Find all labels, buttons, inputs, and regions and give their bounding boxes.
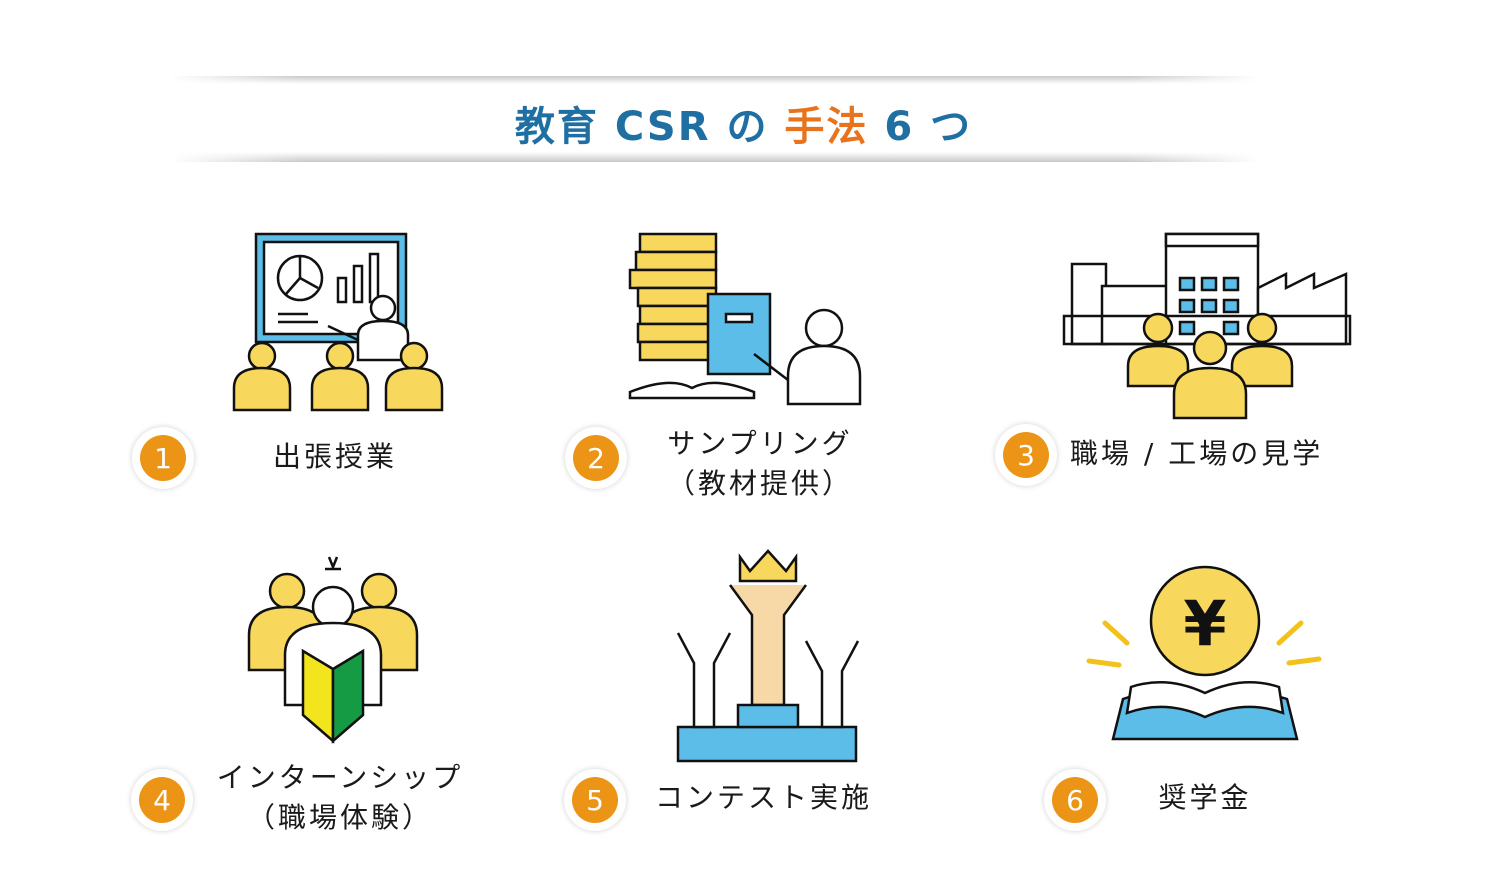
podium-icon bbox=[676, 549, 860, 763]
yen-coin-book-icon: ¥ bbox=[1086, 565, 1322, 741]
page-title: 教育 CSR の 手法 6 つ bbox=[0, 94, 1487, 152]
label-text: サンプリング bbox=[667, 427, 853, 460]
badge-4: 4 bbox=[131, 769, 193, 831]
badge-5: 5 bbox=[564, 769, 626, 831]
lecture-icon bbox=[232, 232, 444, 412]
method-label-3: 職場 / 工場の見学 bbox=[1070, 434, 1350, 474]
badge-number: 3 bbox=[1003, 432, 1049, 478]
label-sub: （教材提供） bbox=[666, 467, 853, 500]
badge-number: 5 bbox=[572, 777, 618, 823]
method-label-1: 出張授業 bbox=[220, 437, 450, 477]
label-sub: （職場体験） bbox=[246, 801, 433, 834]
factory-icon bbox=[1062, 232, 1352, 420]
badge-number: 4 bbox=[139, 777, 185, 823]
title-part3: 6 つ bbox=[884, 104, 973, 150]
badge-6: 6 bbox=[1044, 769, 1106, 831]
method-label-4: インターンシップ （職場体験） bbox=[200, 758, 480, 838]
label-text: インターンシップ bbox=[216, 761, 464, 794]
badge-1: 1 bbox=[132, 427, 194, 489]
title-part1: 教育 CSR の bbox=[514, 104, 769, 150]
badge-3: 3 bbox=[995, 424, 1057, 486]
badge-number: 6 bbox=[1052, 777, 1098, 823]
method-label-5: コンテスト実施 bbox=[655, 778, 895, 818]
badge-2: 2 bbox=[565, 427, 627, 489]
books-icon bbox=[628, 232, 862, 406]
label-text: コンテスト実施 bbox=[655, 781, 873, 814]
title-band bbox=[170, 76, 1260, 162]
label-text: 奨学金 bbox=[1158, 781, 1252, 814]
badge-number: 1 bbox=[140, 435, 186, 481]
method-label-2: サンプリング （教材提供） bbox=[640, 424, 880, 504]
badge-number: 2 bbox=[573, 435, 619, 481]
beginner-mark-icon bbox=[247, 556, 419, 744]
svg-text:¥: ¥ bbox=[1183, 587, 1226, 660]
label-text: 出張授業 bbox=[272, 440, 397, 473]
method-label-6: 奨学金 bbox=[1130, 778, 1280, 818]
label-text: 職場 / 工場の見学 bbox=[1070, 437, 1324, 470]
title-part2: 手法 bbox=[784, 104, 869, 150]
